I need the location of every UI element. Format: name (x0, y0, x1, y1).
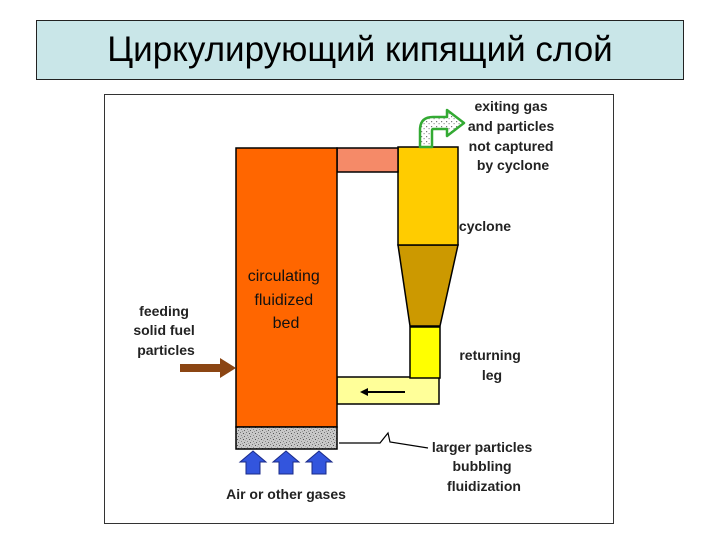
top-duct (336, 147, 399, 173)
cyclone-cone (397, 244, 459, 327)
larger-particles-label: larger particles bubbling fluidization (432, 439, 536, 494)
air-arrow-2 (271, 450, 301, 475)
bottom-duct (336, 376, 440, 405)
return-flow-arrow-head (360, 388, 368, 396)
returning-leg-label: returning leg (459, 347, 524, 383)
air-arrow-1 (238, 450, 268, 475)
title-banner: Циркулирующий кипящий слой (36, 20, 684, 80)
exiting-gas-label: exiting gas and particles not captured b… (468, 98, 558, 173)
feeding-label: feeding solid fuel particles (133, 303, 198, 358)
cyclone-body (397, 146, 459, 246)
bubbling-zone (235, 426, 338, 450)
larger-particles-pointer (339, 431, 429, 449)
exit-gas-arrow (418, 108, 466, 149)
air-label: Air or other gases (226, 486, 346, 502)
air-arrow-3 (304, 450, 334, 475)
returning-leg (409, 326, 441, 379)
cyclone-label: cyclone (459, 218, 511, 234)
bed-label: circulating fluidized bed (248, 268, 324, 332)
fluidized-bed-column (235, 147, 338, 428)
feed-arrow (180, 358, 236, 378)
page-title: Циркулирующий кипящий слой (107, 30, 613, 69)
